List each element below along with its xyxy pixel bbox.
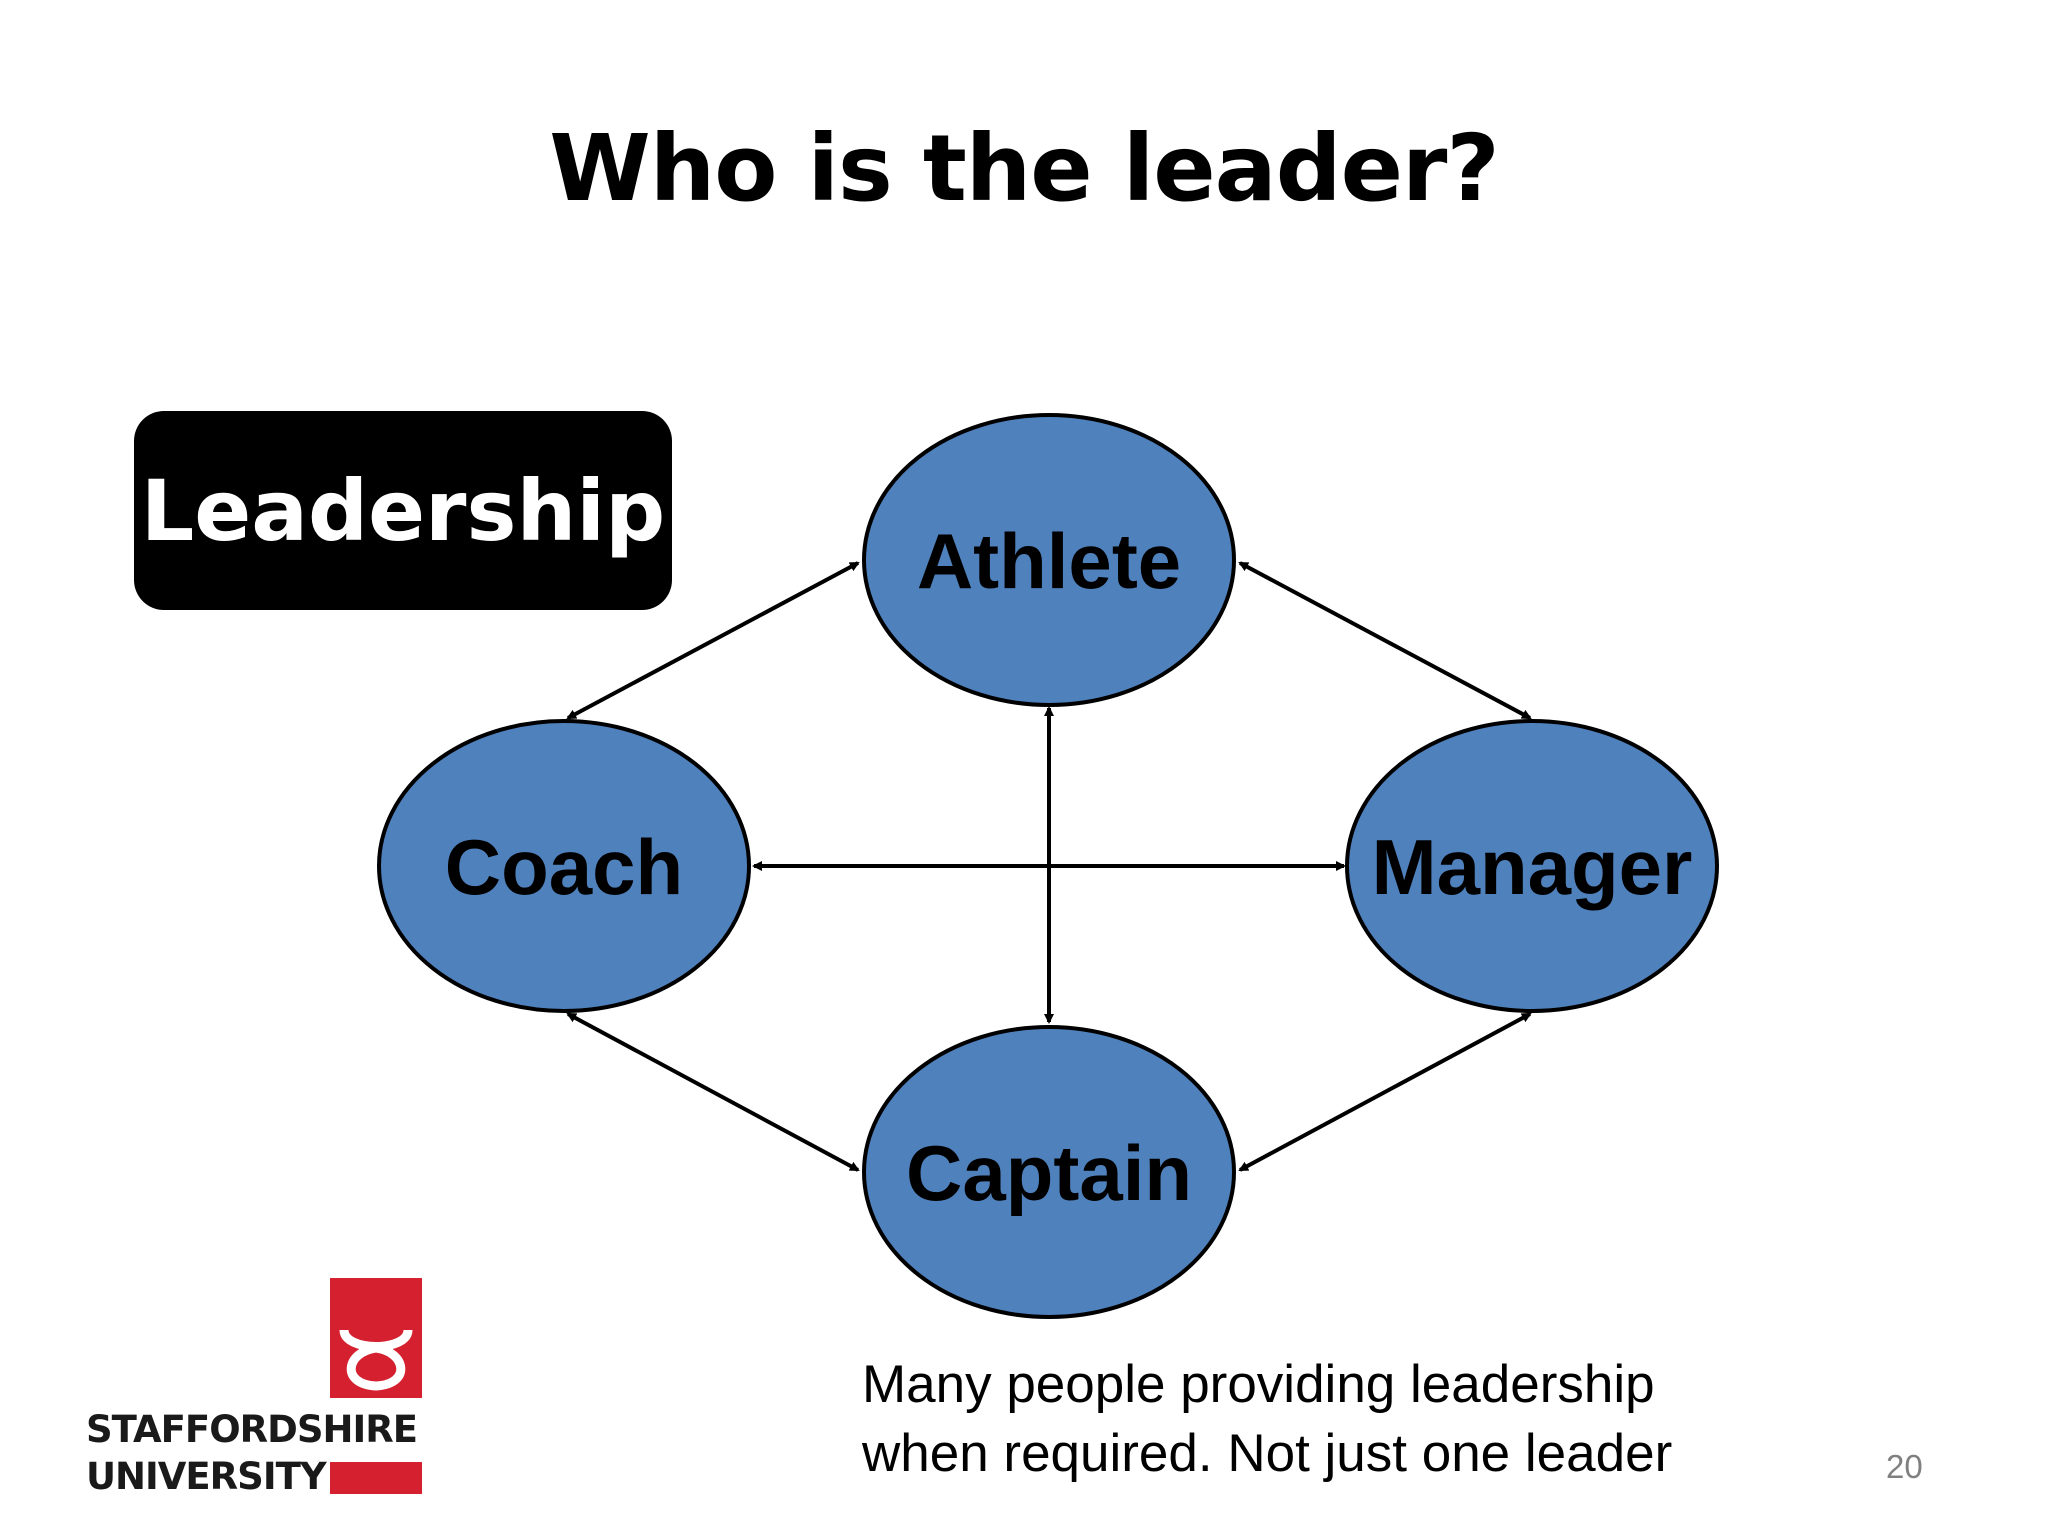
logo-red-bar <box>330 1462 422 1494</box>
node-athlete-label: Athlete <box>917 517 1181 605</box>
node-captain: Captain <box>862 1025 1236 1319</box>
node-coach-label: Coach <box>445 823 683 911</box>
node-coach-ellipse <box>377 719 751 1013</box>
page-number: 20 <box>1886 1448 1923 1485</box>
logo-text-line1: STAFFORDSHIRE <box>86 1408 418 1451</box>
arrow-athlete-coach <box>566 561 860 720</box>
node-athlete-ellipse <box>862 413 1236 707</box>
node-manager-label: Manager <box>1372 823 1693 911</box>
arrow-manager-captain <box>1238 1012 1532 1172</box>
staffordshire-university-logo: STAFFORDSHIRE UNIVERSITY <box>86 1278 426 1498</box>
logo-text-line2: UNIVERSITY <box>86 1455 327 1498</box>
leadership-label: Leadership <box>140 461 666 560</box>
arrow-coach-captain <box>566 1012 860 1172</box>
node-manager: Manager <box>1345 719 1719 1013</box>
caption: Many people providing leadership when re… <box>862 1350 1672 1488</box>
node-coach: Coach <box>377 719 751 1013</box>
node-manager-ellipse <box>1345 719 1719 1013</box>
caption-line-2: when required. Not just one leader <box>862 1424 1673 1483</box>
node-captain-ellipse <box>862 1025 1236 1319</box>
node-athlete: Athlete <box>862 413 1236 707</box>
caption-line-1: Many people providing leadership <box>862 1355 1655 1414</box>
node-captain-label: Captain <box>906 1129 1192 1217</box>
stafford-knot-icon <box>339 1328 413 1391</box>
arrow-athlete-manager <box>1238 561 1532 720</box>
slide-title: Who is the leader? <box>549 115 1499 222</box>
